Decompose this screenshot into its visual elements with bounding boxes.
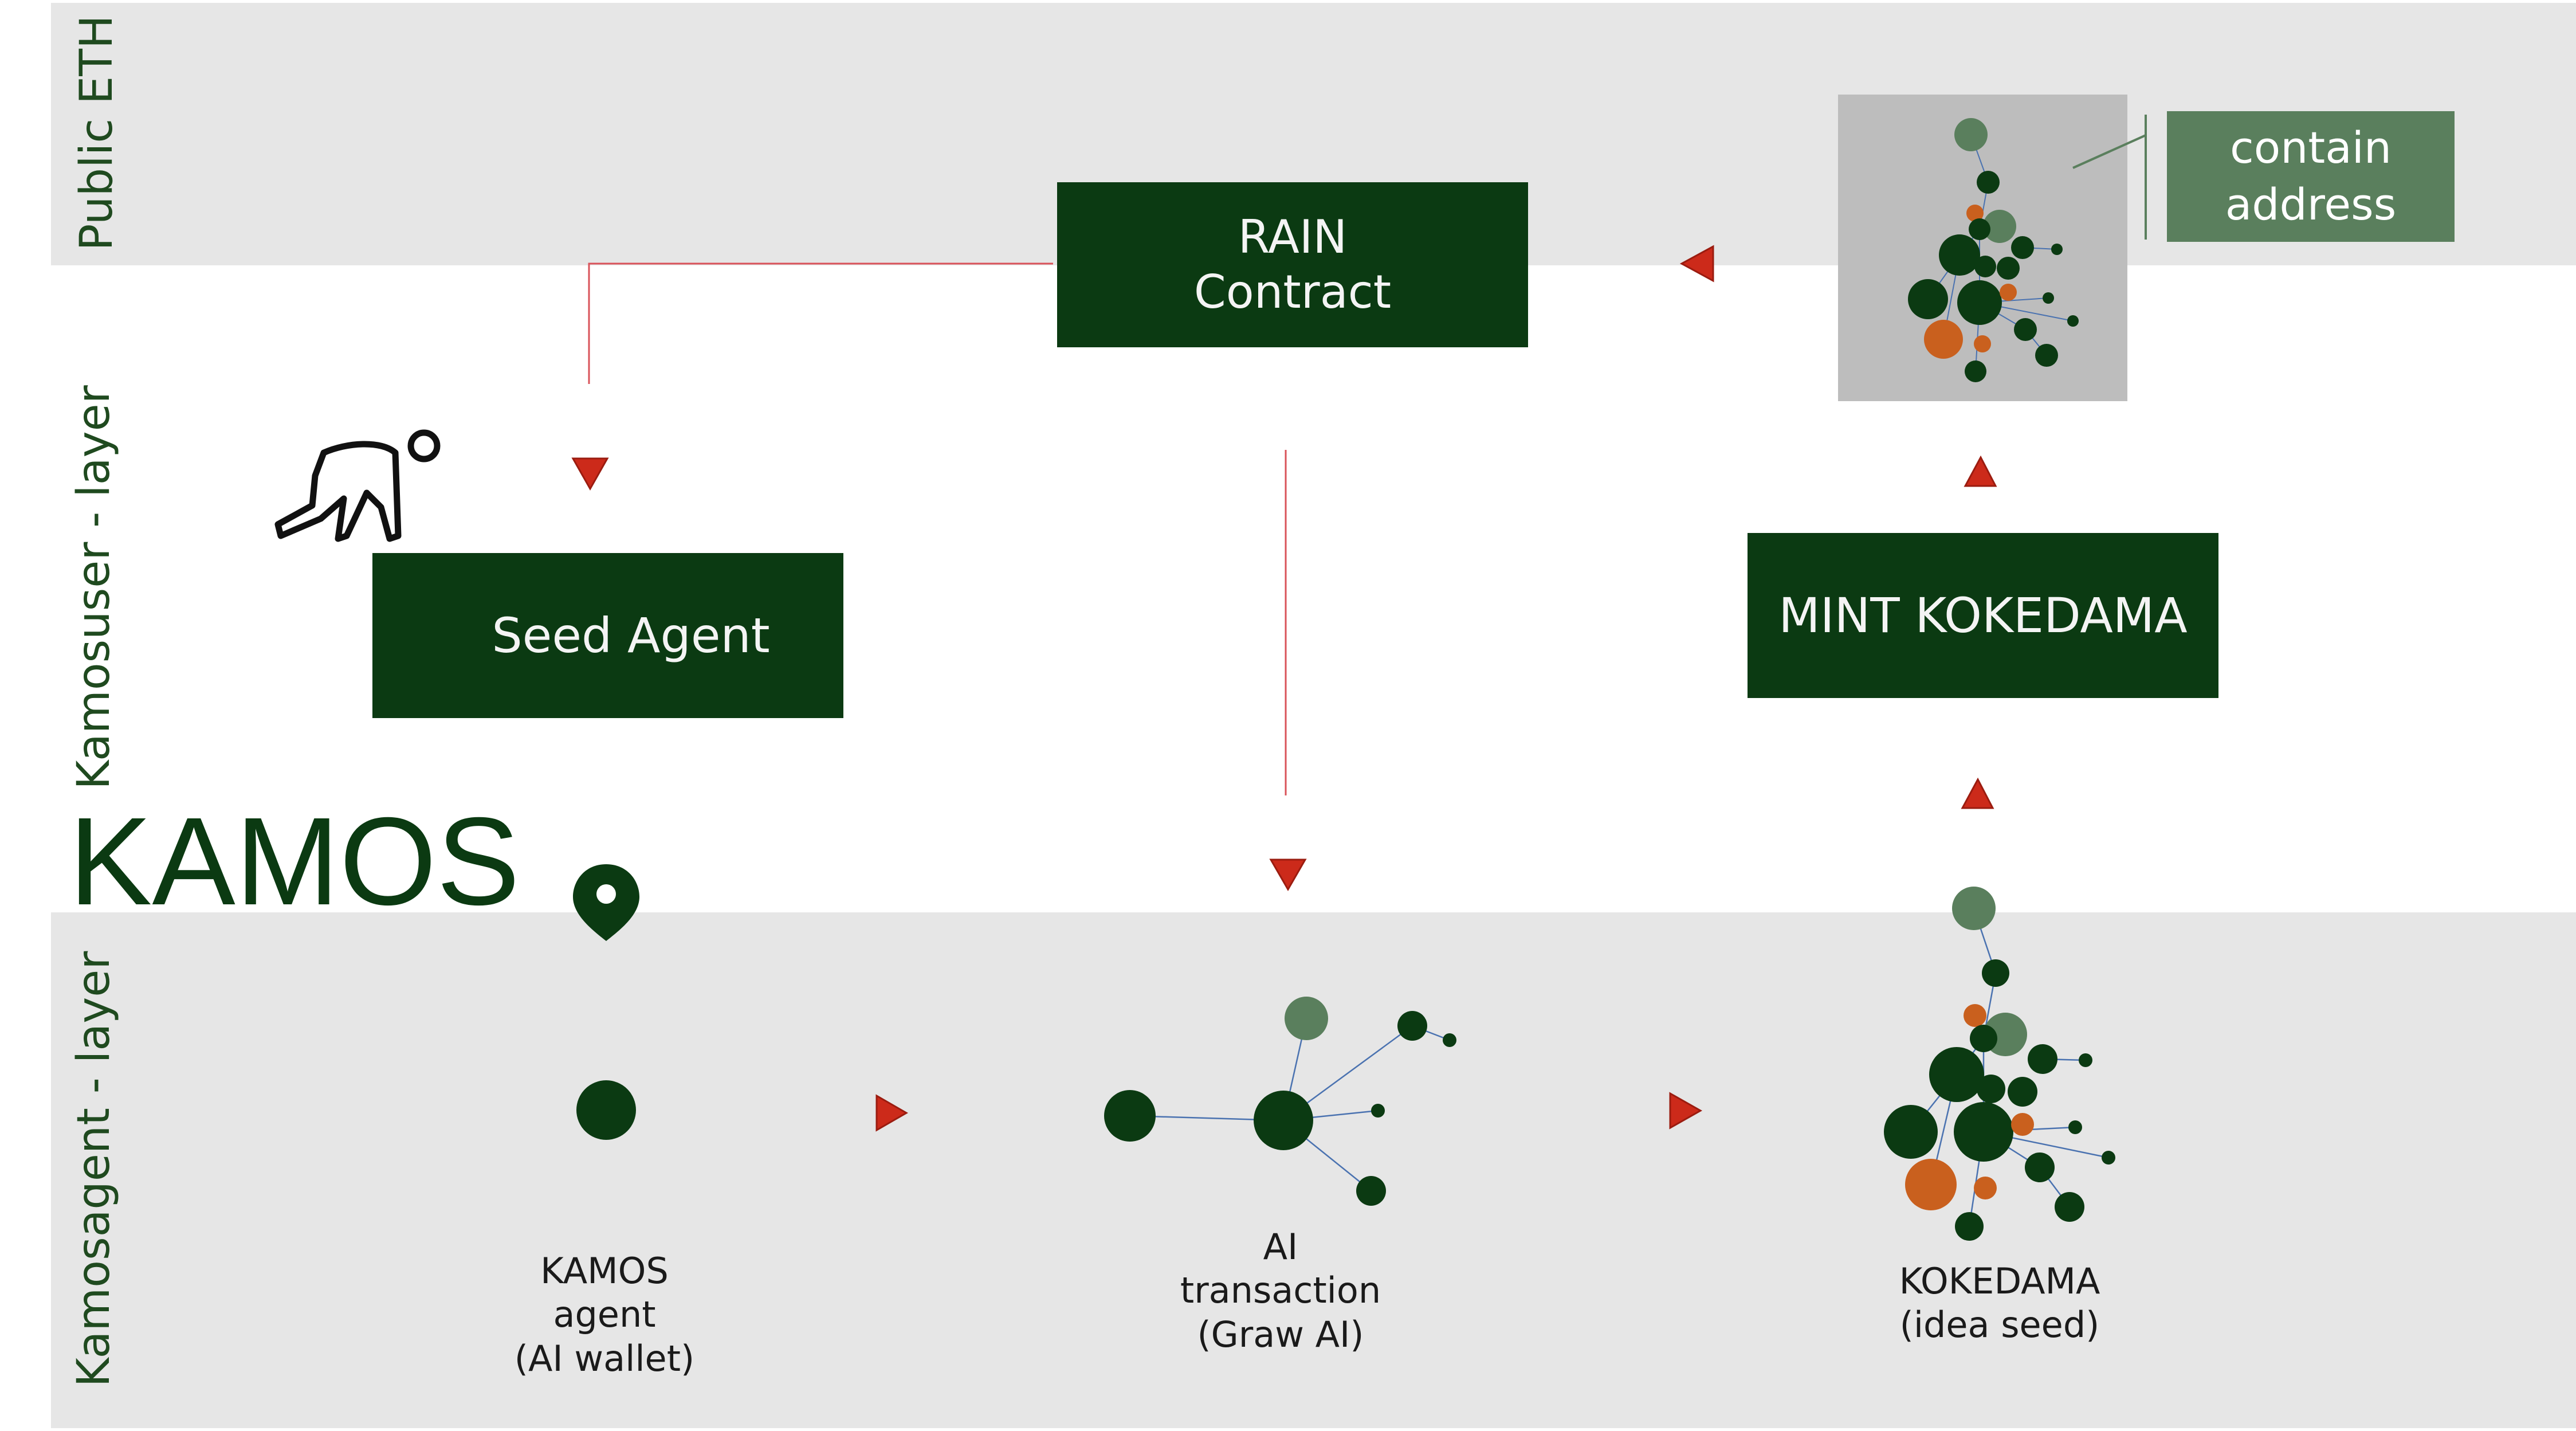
kamos-agent-caption: KAMOS agent (AI wallet) — [514, 1250, 695, 1379]
arrow-left-rain — [1679, 245, 1714, 283]
arrow-right-transaction — [1669, 1092, 1703, 1130]
contain-address-note: contain address — [2167, 111, 2455, 242]
ai-transaction-caption: AI transaction (Graw AI) — [1180, 1226, 1381, 1355]
seed-agent-box: Seed Agent — [372, 553, 843, 718]
kamos-title: KAMOS — [69, 792, 520, 931]
kokedama-cluster — [1884, 887, 2115, 1241]
rain-to-seed-connector — [588, 262, 1053, 384]
arrow-up-thumbnail — [1964, 455, 1997, 487]
arrow-down-seed — [571, 457, 609, 491]
kokedama-caption: KOKEDAMA (idea seed) — [1899, 1260, 2100, 1346]
ai-transaction-network — [1104, 997, 1456, 1206]
callout-bracket — [2072, 115, 2147, 240]
kamos-agent-node — [576, 1080, 636, 1140]
rain-contract-box: RAIN Contract — [1057, 182, 1528, 347]
location-pin-icon — [573, 864, 639, 941]
kokedama-thumbnail-cluster — [1908, 118, 2079, 382]
arrow-right-agent — [875, 1094, 909, 1132]
crawling-person-icon — [274, 429, 441, 542]
arrow-down-transaction — [1269, 858, 1307, 892]
arrow-up-mint — [1961, 777, 1994, 809]
mint-kokedama-box: MINT KOKEDAMA — [1748, 533, 2218, 698]
